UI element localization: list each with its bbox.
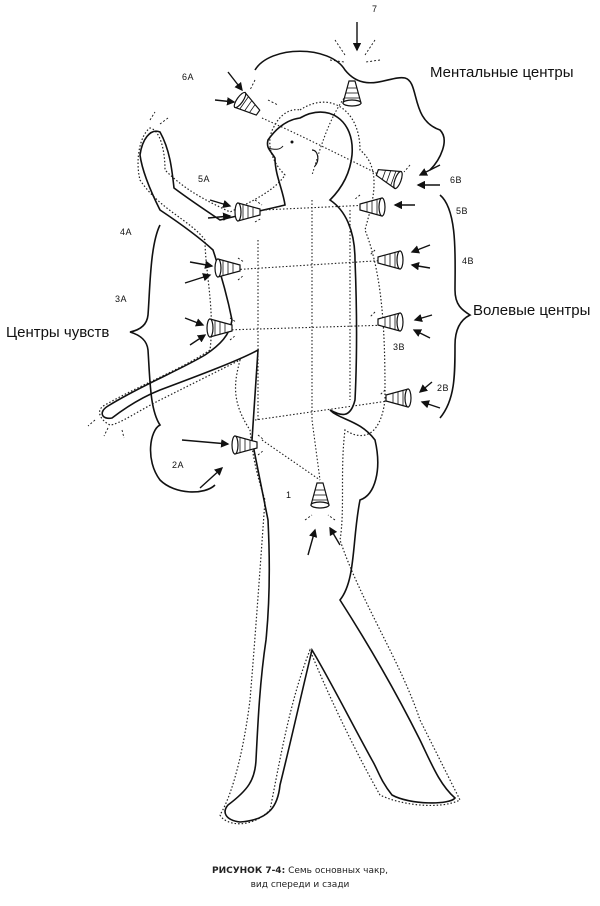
chakra-6b-icon <box>373 163 405 191</box>
caption-line-1: Семь основных чакр, <box>288 866 389 876</box>
label-4a: 4А <box>120 227 133 237</box>
body-outline <box>101 111 457 823</box>
label-5b: 5В <box>456 206 469 216</box>
label-1: 1 <box>286 490 292 500</box>
figure-caption-line-2: вид спереди и сзади <box>250 880 350 890</box>
label-7: 7 <box>372 4 378 14</box>
mental-bracket <box>254 50 445 171</box>
sense-centers-label: Центры чувств <box>6 324 110 341</box>
label-2b: 2В <box>437 383 450 393</box>
label-4b: 4В <box>462 256 475 266</box>
chakra-4a-icon <box>214 258 241 278</box>
label-6b: 6В <box>450 175 463 185</box>
chakra-4b-icon <box>377 250 404 270</box>
chakra-1-icon <box>310 482 330 509</box>
label-3b: 3В <box>393 342 406 352</box>
energy-arrows <box>181 22 441 556</box>
chakra-6a-icon <box>231 90 264 121</box>
chakra-3b-icon <box>377 312 404 332</box>
chakra-5a-icon <box>234 202 261 222</box>
mental-centers-label: Ментальные центры <box>430 64 574 81</box>
label-3a: 3А <box>115 294 128 304</box>
senses-bracket <box>129 224 216 493</box>
label-6a: 6А <box>182 72 195 82</box>
chakra-2b-icon <box>385 388 412 408</box>
label-5a: 5А <box>198 174 211 184</box>
chakra-7-icon <box>342 80 362 107</box>
figure-number: РИСУНОК 7-4: <box>211 866 286 876</box>
aura-outline <box>98 101 461 825</box>
chakra-5b-icon <box>359 197 386 217</box>
will-bracket <box>439 194 472 419</box>
label-2a: 2А <box>172 460 185 470</box>
chakra-3a-icon <box>206 318 233 338</box>
will-centers-label: Волевые центры <box>473 302 591 319</box>
figure-caption: РИСУНОК 7-4: Семь основных чакр, <box>0 866 600 876</box>
